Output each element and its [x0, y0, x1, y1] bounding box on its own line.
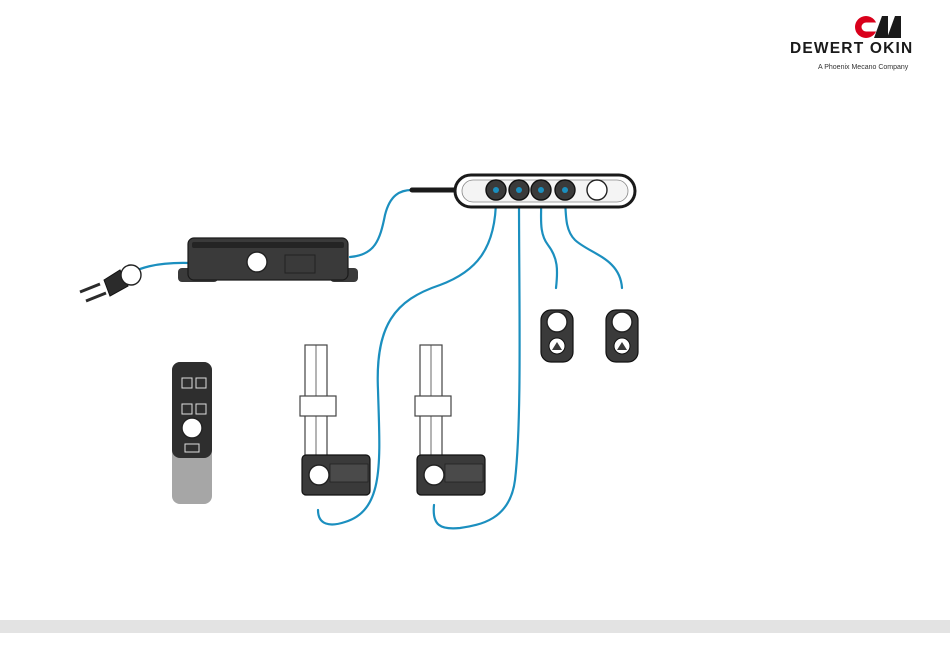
- hand-switch-1: [541, 310, 573, 362]
- callout-marker: [247, 252, 267, 272]
- callout-marker: [547, 312, 567, 332]
- callout-marker: [121, 265, 141, 285]
- hand-switch-2: [606, 310, 638, 362]
- footer-bar: [0, 620, 950, 633]
- handset-remote: [172, 362, 212, 504]
- callout-marker: [587, 180, 607, 200]
- callout-marker: [309, 465, 329, 485]
- power-plug: [80, 265, 141, 301]
- callout-marker: [424, 465, 444, 485]
- control-box: [412, 175, 635, 207]
- cable-box-to-switch-1: [541, 198, 557, 288]
- linear-actuator-2: [415, 345, 485, 495]
- linear-actuator-1: [300, 345, 370, 495]
- callout-marker: [612, 312, 632, 332]
- cable-box-to-switch-2: [565, 198, 622, 288]
- cable-psu-to-control-box: [350, 190, 412, 257]
- callout-marker: [182, 418, 202, 438]
- power-supply: [178, 238, 358, 282]
